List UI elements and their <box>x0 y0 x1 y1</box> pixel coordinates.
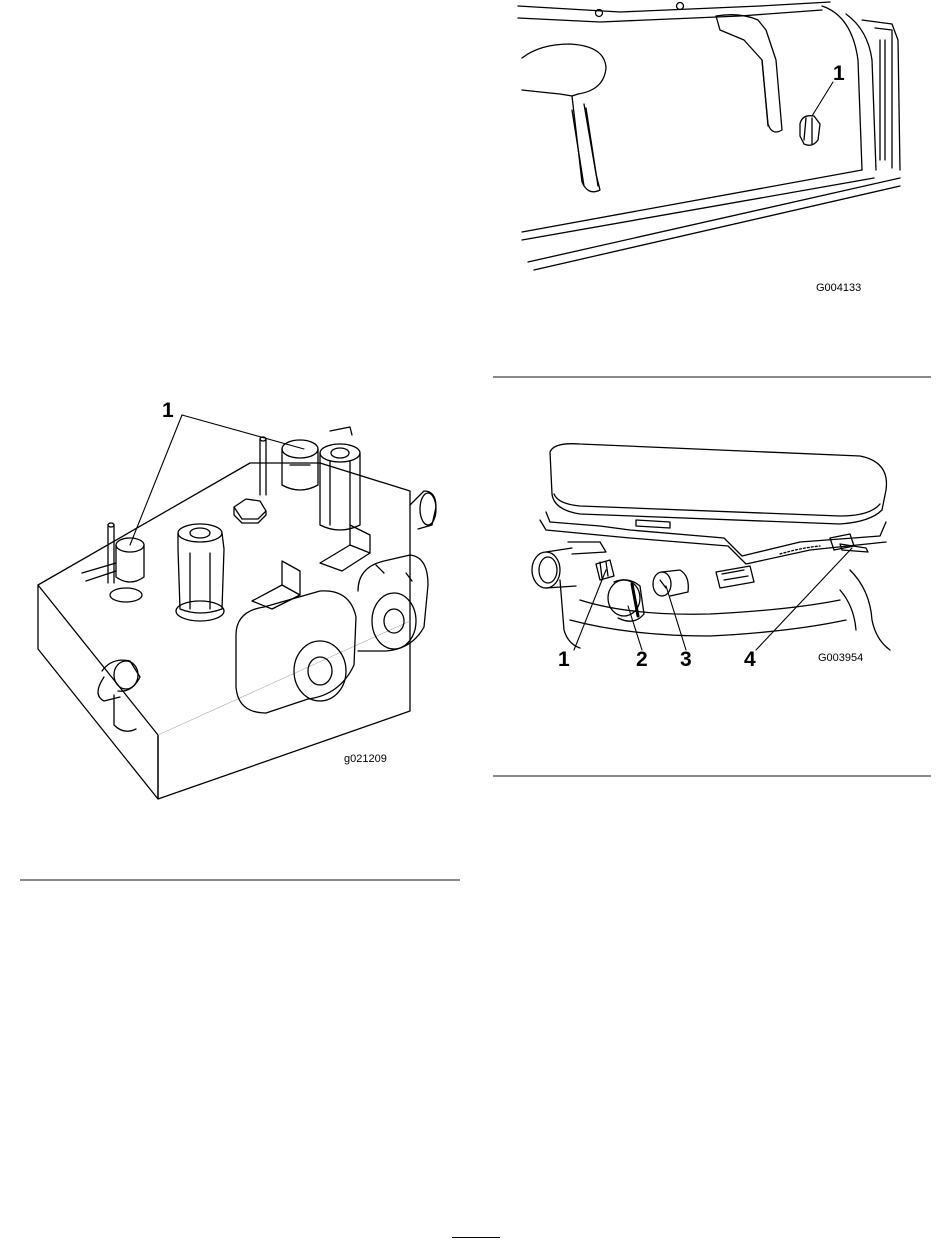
lever-panel-illustration <box>500 0 920 300</box>
figure-divider <box>20 879 460 881</box>
callout-1: 1 <box>162 399 174 423</box>
callout-1: 1 <box>833 62 845 86</box>
figure-middle-right: 1 2 3 4 G003954 <box>510 430 930 680</box>
figure-divider <box>493 376 931 378</box>
figure-id: g021209 <box>344 753 387 765</box>
figure-left: 1 g021209 <box>20 395 460 815</box>
callout-1: 1 <box>558 648 570 672</box>
callout-2: 2 <box>636 648 648 672</box>
figure-id: G003954 <box>818 652 863 664</box>
figure-id: G004133 <box>816 282 861 294</box>
figure-divider <box>493 775 931 777</box>
seat-adjustment-illustration <box>510 430 930 680</box>
footer-line <box>452 1237 500 1238</box>
callout-4: 4 <box>744 648 756 672</box>
valve-block-illustration <box>20 395 460 815</box>
callout-3: 3 <box>680 648 692 672</box>
figure-top-right: 1 G004133 <box>500 0 920 300</box>
